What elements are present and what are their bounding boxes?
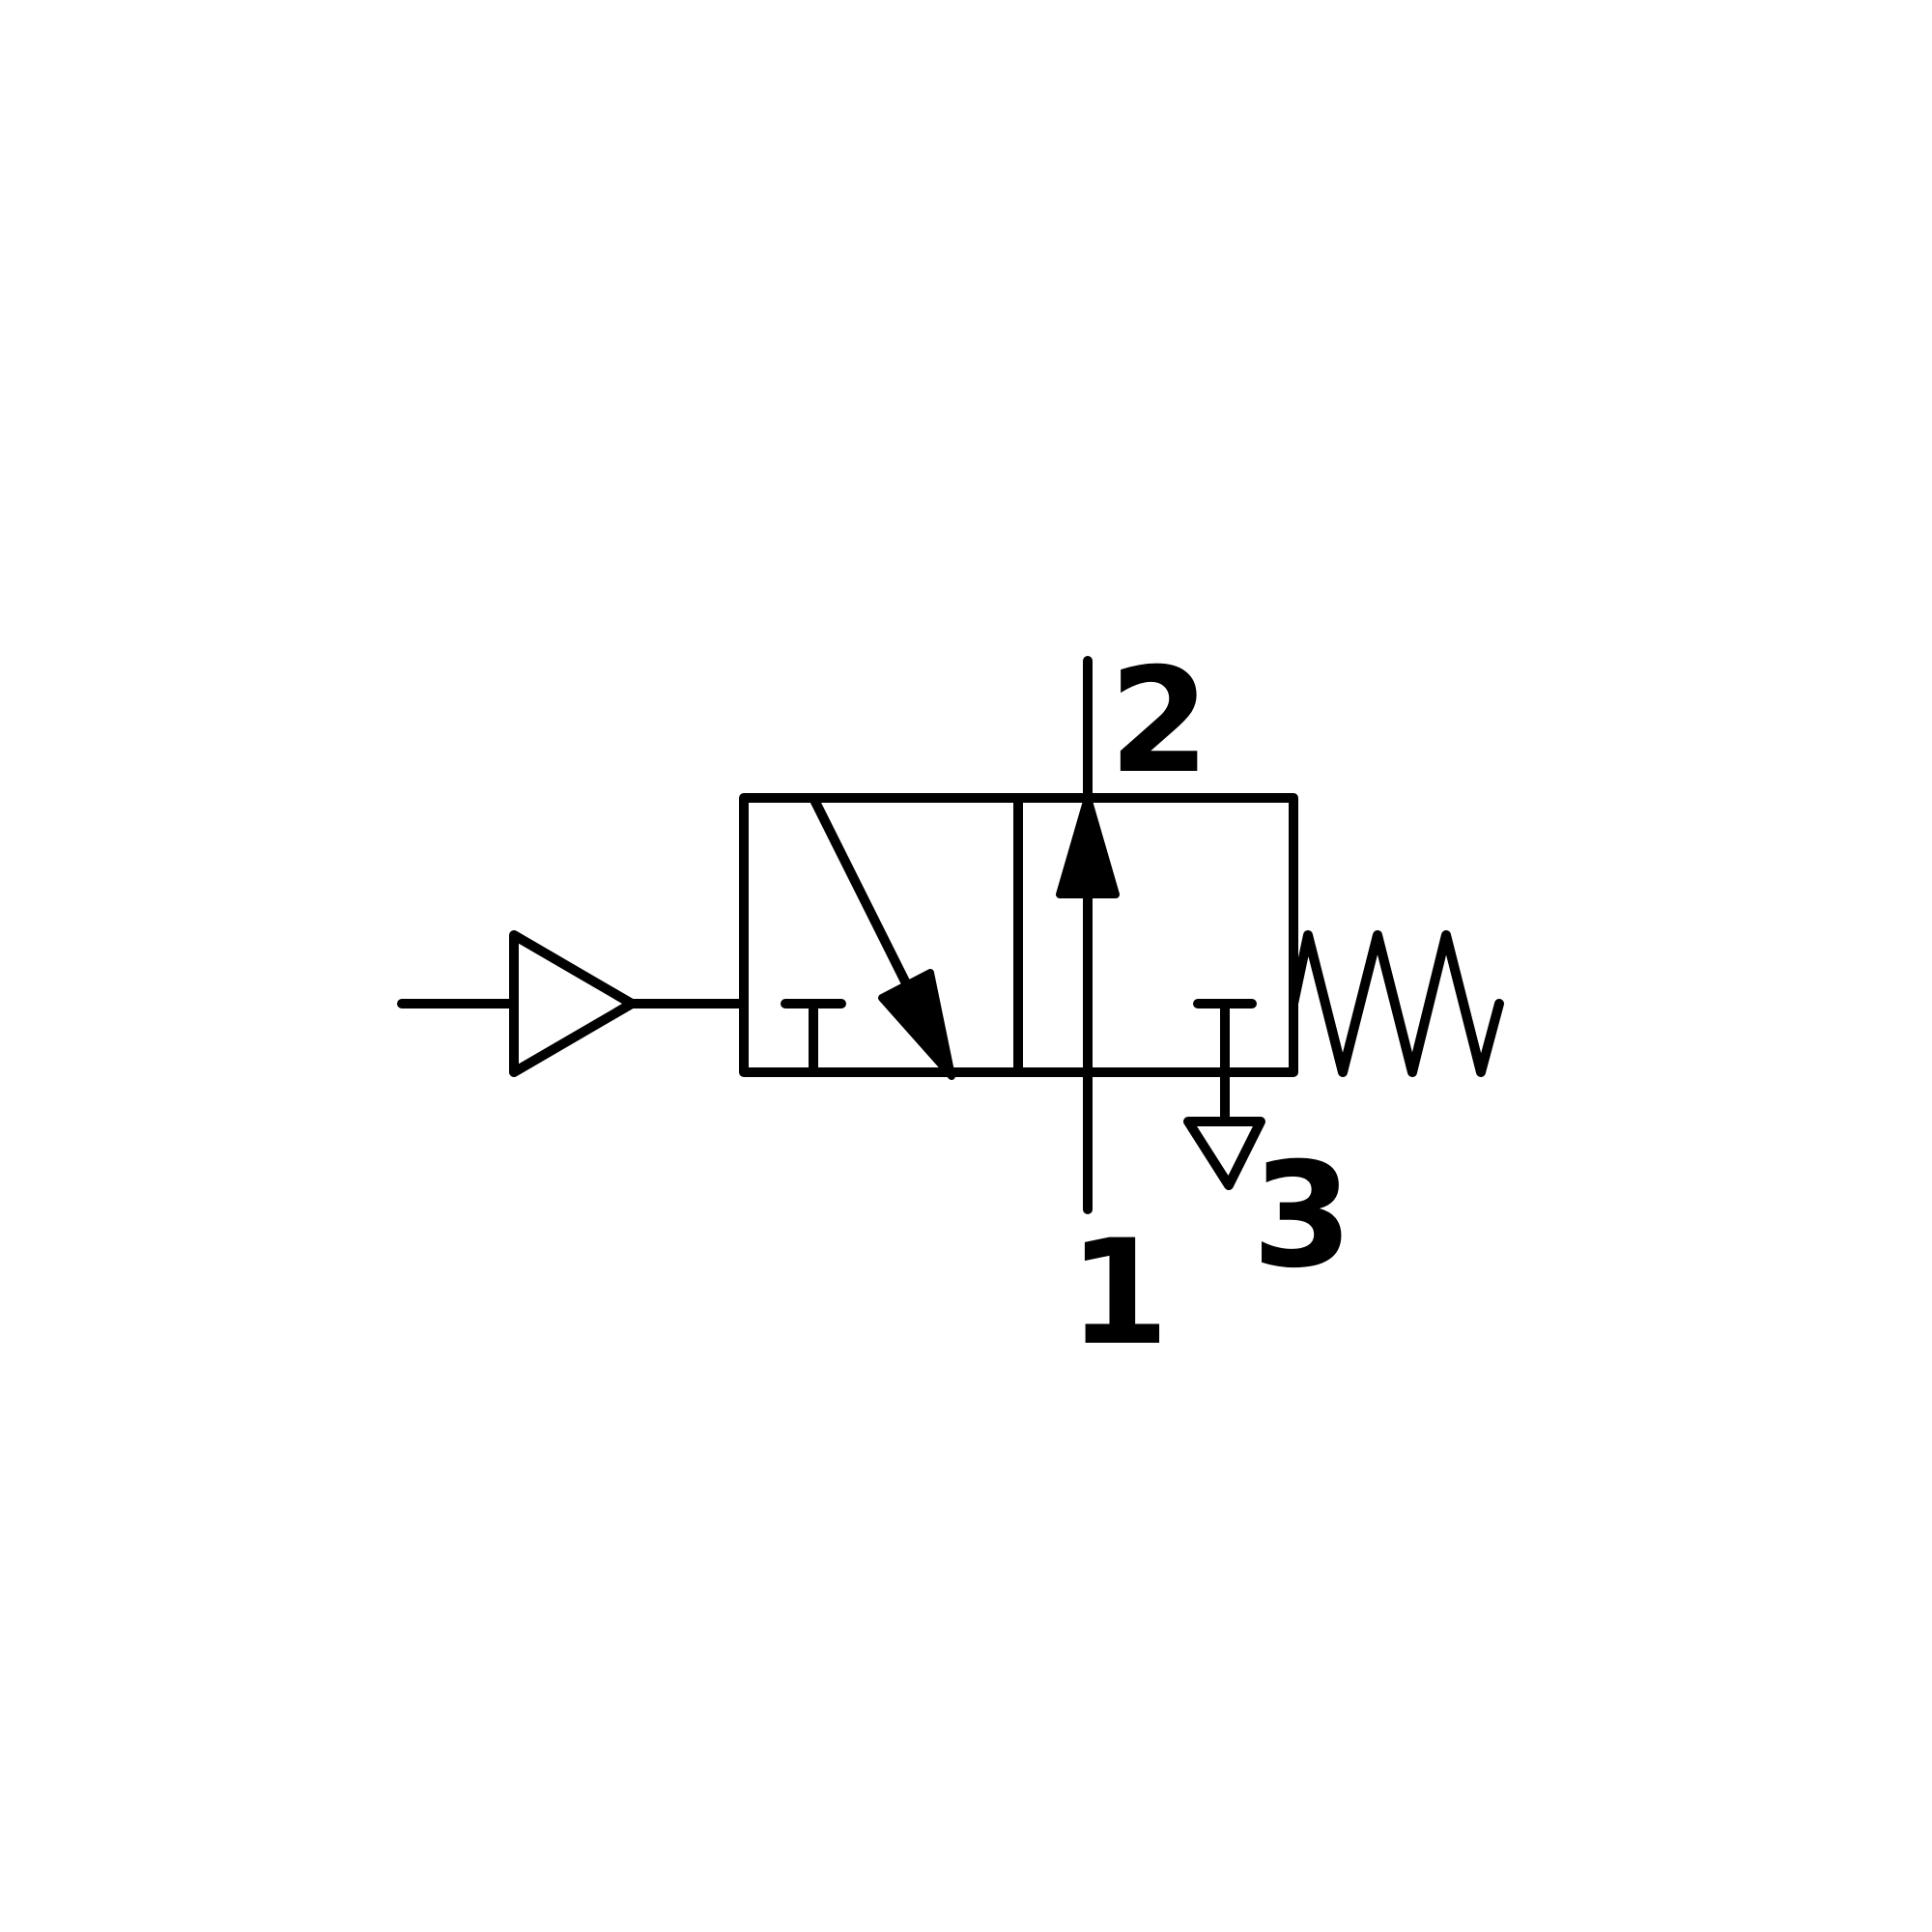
exhaust-triangle-icon <box>1183 1117 1265 1190</box>
pilot-triangle-icon <box>509 930 637 1077</box>
left-flow-path-line <box>809 793 923 1011</box>
outlet-port-label: 2 <box>1109 638 1209 806</box>
supply-port-label: 1 <box>1068 1209 1169 1378</box>
left-flow-arrowhead-icon <box>878 969 955 1080</box>
spring-return-icon <box>1289 930 1504 1077</box>
right-flow-arrowhead-icon <box>1056 794 1120 898</box>
exhaust-port-label: 3 <box>1252 1132 1352 1300</box>
